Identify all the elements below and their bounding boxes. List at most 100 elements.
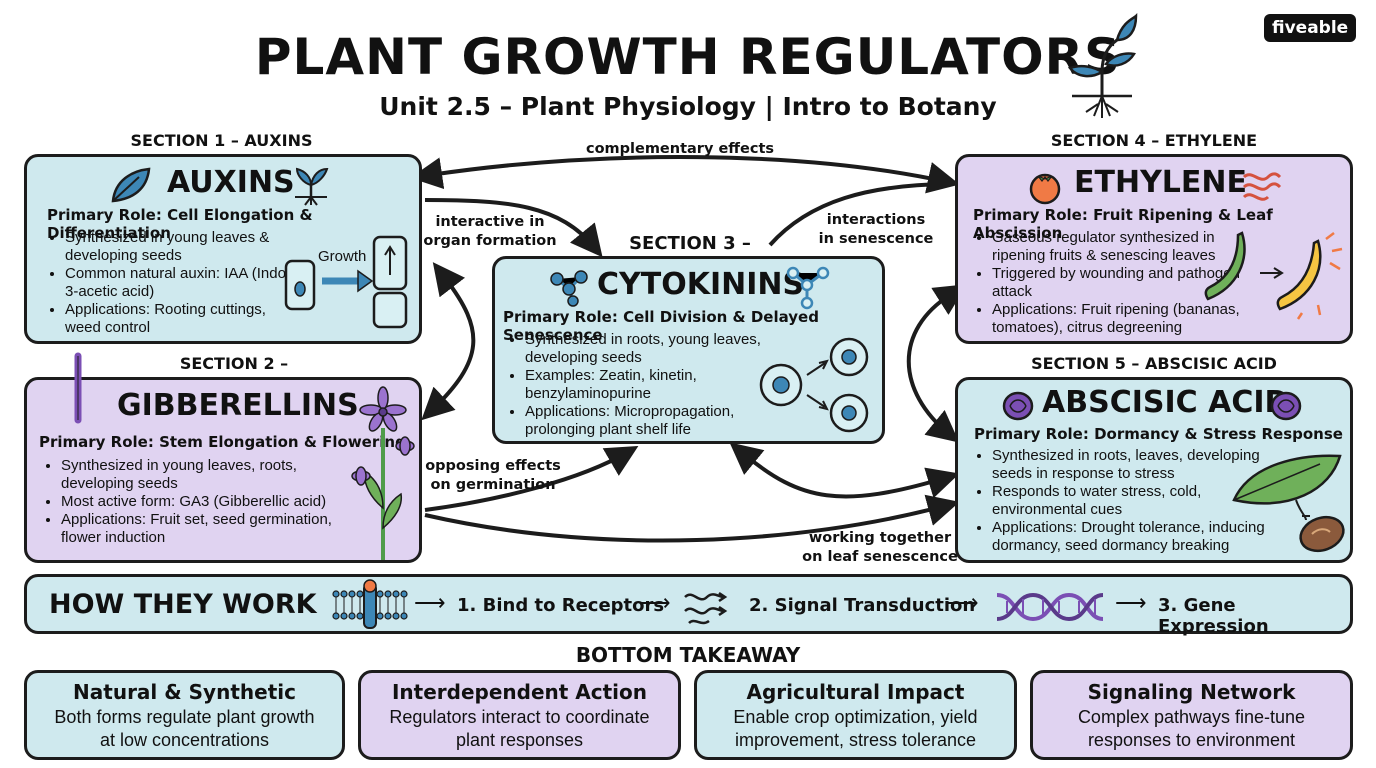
arrow-2-icon: ⟶ <box>639 590 671 615</box>
gibberellins-role: Primary Role: Stem Elongation & Flowerin… <box>39 433 406 451</box>
takeaway-heading: Signaling Network <box>1087 680 1296 704</box>
gibberellins-card[interactable]: GIBBERELLINS Primary Role: Stem Elongati… <box>24 377 422 563</box>
takeaway-title: BOTTOM TAKEAWAY <box>575 643 801 667</box>
stem-icon <box>74 352 82 424</box>
dna-icon <box>996 592 1104 622</box>
section-label-abscisic: SECTION 5 – ABSCISIC ACID <box>1031 354 1277 373</box>
label-interactive-organ-formation: interactive in organ formation <box>420 213 560 251</box>
takeaway-text: Enable crop optimization, yield improvem… <box>697 706 1014 752</box>
takeaway-text: Both forms regulate plant growth at low … <box>27 706 342 752</box>
takeaway-heading: Agricultural Impact <box>746 680 965 704</box>
auxins-role: Primary Role: Cell Elongation & Differen… <box>47 206 313 242</box>
label-complementary-effects: complementary effects <box>585 141 775 157</box>
abscisic-title: ABSCISIC ACID <box>1042 385 1290 420</box>
bullet: Synthesized in roots, leaves, developing… <box>992 447 1270 483</box>
bullet: Gaseous regulator synthesized in ripenin… <box>992 229 1252 265</box>
receptor-icon <box>332 579 408 629</box>
tomato-icon <box>1029 173 1061 205</box>
ethylene-bullets: Gaseous regulator synthesized in ripenin… <box>976 229 1252 337</box>
arrow-1-icon: ⟶ <box>414 590 446 615</box>
label-opposing-germination: opposing effects on germination <box>418 457 568 495</box>
label-line: working together <box>808 530 952 546</box>
ethylene-card[interactable]: ETHYLENE Primary Role: Fruit Ripening & … <box>955 154 1353 344</box>
label-line: on leaf senescence <box>802 549 958 565</box>
bullet: Responds to water stress, cold, environm… <box>992 483 1270 519</box>
bullet: Applications: Rooting cuttings, weed con… <box>65 301 305 337</box>
step-bind-receptors: 1. Bind to Receptors <box>457 595 665 616</box>
arrow-3-icon: ⟶ <box>947 590 979 615</box>
bullet: Triggered by wounding and pathogen attac… <box>992 265 1252 301</box>
molecule-icon <box>786 266 830 310</box>
abscisic-card[interactable]: ABSCISIC ACID Primary Role: Dormancy & S… <box>955 377 1353 563</box>
bullet: Synthesized in roots, young leaves, deve… <box>525 331 775 367</box>
page-subtitle: Unit 2.5 – Plant Physiology | Intro to B… <box>379 92 997 121</box>
takeaway-heading: Natural & Synthetic <box>73 680 296 704</box>
cytokinins-role: Primary Role: Cell Division & Delayed Se… <box>503 308 819 344</box>
page-title: PLANT GROWTH REGULATORS <box>254 28 1122 86</box>
takeaway-text-line: at low concentrations <box>99 730 270 750</box>
ethylene-title: ETHYLENE <box>1074 165 1247 200</box>
gibberellins-bullets: Synthesized in young leaves, roots, deve… <box>45 457 371 547</box>
label-line: in senescence <box>818 231 934 247</box>
auxins-card[interactable]: AUXINS Primary Role: Cell Elongation & D… <box>24 154 422 344</box>
bullet: Examples: Zeatin, kinetin, benzylaminopu… <box>525 367 775 403</box>
cell-elongation-figure <box>284 235 408 329</box>
auxins-bullets: Synthesized in young leaves & developing… <box>49 229 305 337</box>
abscisic-bullets: Synthesized in roots, leaves, developing… <box>976 447 1270 555</box>
cytokinins-bullets: Synthesized in roots, young leaves, deve… <box>509 331 775 439</box>
label-line: opposing effects <box>425 458 561 474</box>
signal-waves-icon <box>684 591 728 625</box>
label-line: organ formation <box>423 233 557 249</box>
takeaway-card-signaling: Signaling Network Complex pathways fine-… <box>1030 670 1353 760</box>
takeaway-text: Regulators interact to coordinate plant … <box>361 706 678 752</box>
section-label-gibberellins: SECTION 2 – <box>179 354 289 373</box>
takeaway-text-line: improvement, stress tolerance <box>734 730 977 750</box>
sprout-icon <box>295 167 329 206</box>
growth-label: Growth <box>318 248 367 265</box>
leaf-droplet-icon <box>1232 454 1345 553</box>
takeaway-card-agricultural: Agricultural Impact Enable crop optimiza… <box>694 670 1017 760</box>
fiveable-logo[interactable]: fiveable <box>1264 14 1357 42</box>
abscisic-role: Primary Role: Dormancy & Stress Response <box>974 425 1343 443</box>
takeaway-text-line: plant responses <box>455 730 584 750</box>
seed-icon <box>1270 391 1302 421</box>
takeaway-text-line: Enable crop optimization, yield <box>733 707 978 727</box>
step-gene-expression: 3. Gene Expression <box>1158 595 1269 637</box>
seed-icon <box>1002 391 1034 421</box>
cytokinins-title: CYTOKININS <box>597 267 805 302</box>
bullet: Applications: Drought tolerance, inducin… <box>992 519 1270 555</box>
takeaway-card-interdependent: Interdependent Action Regulators interac… <box>358 670 681 760</box>
takeaway-text: Complex pathways fine-tune responses to … <box>1033 706 1350 752</box>
bullet: Applications: Fruit ripening (bananas, t… <box>992 301 1252 337</box>
leaf-icon <box>111 167 151 203</box>
label-line: interactive in <box>435 214 545 230</box>
takeaway-text-line: Complex pathways fine-tune <box>1077 707 1306 727</box>
cytokinins-card[interactable]: CYTOKININS Primary Role: Cell Division &… <box>492 256 885 444</box>
auxins-title: AUXINS <box>167 165 295 200</box>
cell-division-figure <box>759 337 869 433</box>
label-working-together: working together on leaf senescence <box>800 529 960 567</box>
gas-waves-icon <box>1242 172 1282 201</box>
label-line: interactions <box>826 212 926 228</box>
bullet: Synthesized in young leaves, roots, deve… <box>61 457 371 493</box>
how-they-work-title: HOW THEY WORK <box>49 589 317 620</box>
bullet: Common natural auxin: IAA (Indole-3-acet… <box>65 265 305 301</box>
arrow-4-icon: ⟶ <box>1115 590 1147 615</box>
flower-icon <box>351 386 415 560</box>
section-label-ethylene: SECTION 4 – ETHYLENE <box>1050 131 1258 150</box>
how-they-work-bar: HOW THEY WORK ⟶ 1. Bind to Receptors ⟶ 2… <box>24 574 1353 637</box>
molecule-icon <box>550 270 588 307</box>
takeaway-card-natural: Natural & Synthetic Both forms regulate … <box>24 670 345 760</box>
section-label-cytokinins: SECTION 3 – <box>629 233 751 254</box>
takeaway-text-line: Regulators interact to coordinate <box>389 707 650 727</box>
gibberellins-title: GIBBERELLINS <box>117 388 359 423</box>
bullet: Applications: Micropropagation, prolongi… <box>525 403 775 439</box>
step-signal-transduction: 2. Signal Transduction <box>749 595 976 616</box>
sprout-icon <box>1067 12 1138 118</box>
banana-icon <box>1204 231 1343 320</box>
bullet: Synthesized in young leaves & developing… <box>65 229 305 265</box>
label-interactions-senescence: interactions in senescence <box>806 211 946 249</box>
takeaway-text-line: Both forms regulate plant growth <box>54 707 315 727</box>
takeaway-heading: Interdependent Action <box>391 680 648 704</box>
